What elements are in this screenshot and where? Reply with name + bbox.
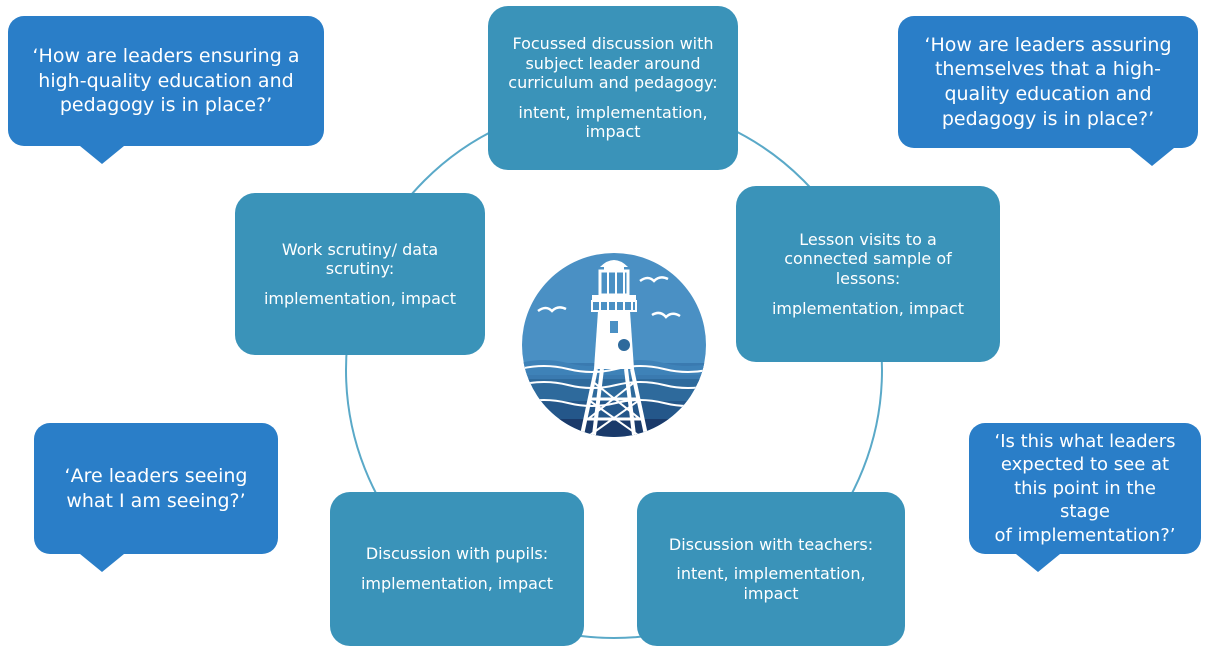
box-text-line: subject leader around [525,53,701,73]
lighthouse-icon [522,253,706,437]
activity-box-discussion-teachers: Discussion with teachers: intent, implem… [637,492,905,646]
bubble-tail-bottom-right [1016,554,1060,572]
box-text-line: implementation, impact [771,298,964,318]
box-text-line: Lesson visits to a [799,229,937,249]
bubble-text-line: ‘Is this what leaders [994,431,1176,453]
box-text-line: Focussed discussion with [512,34,714,54]
question-bubble-bottom-right: ‘Is this what leaders expected to see at… [969,423,1201,554]
box-text-line: Work scrutiny/ data [281,239,439,259]
bubble-text-line: what I am seeing?’ [66,489,246,512]
activity-box-discussion-pupils: Discussion with pupils: implementation, … [330,492,584,646]
bubble-text-line: this point in the stage [1014,477,1156,523]
box-text-line: curriculum and pedagogy: [508,73,718,93]
bubble-tail-top-right [1130,148,1174,166]
box-text-line: lessons: [835,269,901,288]
question-bubble-top-right: ‘How are leaders assuring themselves tha… [898,16,1198,148]
question-bubble-bottom-left: ‘Are leaders seeing what I am seeing?’ [34,423,278,554]
bubble-text-line: ‘How are leaders assuring [924,33,1172,56]
bubble-text-line: of implementation?’ [994,524,1176,546]
bubble-text-line: themselves that a high- [934,58,1161,81]
question-bubble-top-left: ‘How are leaders ensuring a high-quality… [8,16,324,146]
bubble-text-line: ‘Are leaders seeing [64,464,248,487]
box-text-line: connected sample of [784,249,952,269]
bubble-text-line: ‘How are leaders ensuring a [32,44,300,67]
bubble-text-line: high-quality education and [38,69,294,92]
box-text-line: intent, implementation, [676,564,866,584]
bubble-tail-top-left [80,146,124,164]
box-text-line: intent, implementation, [518,102,708,122]
bubble-text-line: pedagogy is in place?’ [59,94,273,117]
box-text-line: impact [743,583,799,603]
box-text-line: implementation, impact [263,288,456,308]
box-text-line: Discussion with pupils: [365,544,549,564]
box-text-line: impact [585,122,641,142]
bubble-text-line: expected to see at [1000,454,1170,476]
box-text-line: Discussion with teachers: [668,534,874,554]
bubble-text-line: pedagogy is in place?’ [941,107,1155,130]
activity-box-subject-leader: Focussed discussion with subject leader … [488,6,738,170]
box-text-line: scrutiny: [325,259,395,279]
activity-box-lesson-visits: Lesson visits to a connected sample of l… [736,186,1000,362]
box-text-line: implementation, impact [360,574,553,593]
bubble-tail-bottom-left [80,554,124,572]
activity-box-work-scrutiny: Work scrutiny/ data scrutiny: implementa… [235,193,485,355]
bubble-text-line: quality education and [944,83,1152,105]
